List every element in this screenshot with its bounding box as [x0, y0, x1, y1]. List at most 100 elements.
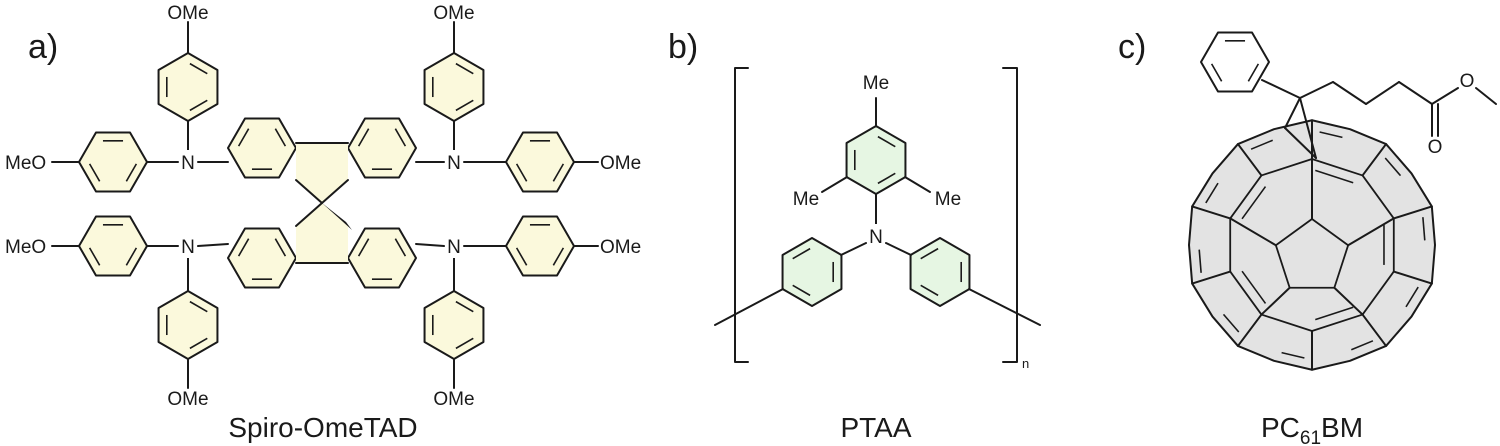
alkyl-bond [1398, 81, 1433, 105]
fullerene-bond [1236, 313, 1263, 347]
aromatic-double-bond [394, 128, 407, 147]
phenyl-bond [1261, 79, 1301, 99]
fullerene-double-bond [1222, 313, 1240, 333]
methoxy-label: OMe [433, 3, 474, 24]
aromatic-double-bond [552, 247, 565, 266]
aromatic-double-bond [552, 163, 565, 182]
fullerene-double-bond [1384, 157, 1402, 177]
fullerene-double-bond [1405, 286, 1419, 308]
fullerene-double-bond [1315, 306, 1354, 321]
fullerene-double-bond [1205, 182, 1219, 204]
fullerene-double-bond [1315, 169, 1354, 184]
spiro-bond [295, 179, 323, 204]
aromatic-double-bond [792, 247, 811, 260]
methoxy-label: OMe [600, 237, 641, 258]
methyl-label: Me [793, 189, 819, 210]
methoxy-label: OMe [600, 153, 641, 174]
nitrogen-label: N [181, 237, 195, 258]
cyclopropane-bond [1299, 97, 1317, 159]
aromatic-double-bond [88, 247, 101, 266]
fullerene-double-bond [1250, 139, 1274, 150]
methyl-label: Me [935, 189, 961, 210]
aromatic-double-bond [515, 163, 528, 182]
fullerene-bond [1260, 286, 1291, 316]
aromatic-double-bond [455, 99, 474, 112]
cyclopropane-bond [1284, 127, 1317, 159]
aromatic-double-bond [189, 337, 208, 350]
atom-label-background [179, 234, 197, 258]
fullerene-bond [1191, 205, 1232, 220]
wedge-bond [322, 203, 352, 230]
nitrogen-label: N [869, 227, 883, 248]
carbonyl-oxygen-label: O [1428, 137, 1443, 158]
phenyl-ring [1200, 31, 1270, 93]
aromatic-double-bond [920, 247, 939, 260]
five-ring-fill [296, 203, 348, 263]
aromatic-double-bond [189, 99, 208, 112]
nitrogen-label: N [181, 153, 195, 174]
cyclopropane-bond [1284, 97, 1301, 129]
atom-label-background [445, 234, 463, 258]
aromatic-double-bond [237, 238, 250, 257]
methoxy-label: MeO [5, 153, 46, 174]
atom-label-background [179, 150, 197, 174]
aromatic-double-bond [357, 238, 370, 257]
panel-c-pc61bm: OO [1188, 31, 1497, 371]
nitrogen-label: N [447, 153, 461, 174]
fluorene-benzo-ring [227, 117, 297, 179]
fullerene-double-bond [1241, 186, 1267, 220]
methyl-bond [904, 176, 931, 193]
chain-bond [968, 288, 1041, 326]
aromatic-double-bond [455, 337, 474, 350]
fullerene-double-bond [1198, 249, 1202, 273]
aromatic-double-bond [455, 300, 474, 313]
fullerene-bond [1333, 286, 1364, 316]
aromatic-double-bond [274, 238, 287, 257]
methoxy-label: OMe [433, 389, 474, 410]
aromatic-double-bond [515, 247, 528, 266]
aromatic-double-bond [1210, 63, 1223, 82]
spiro-bond [295, 202, 323, 227]
alkyl-bond [1332, 81, 1367, 105]
fullerene-bond [1392, 270, 1433, 285]
panel-b-compound-name: PTAA [840, 412, 911, 443]
alkyl-bond [1365, 81, 1400, 105]
fullerene-bond [1236, 143, 1263, 177]
n-aryl-bond [840, 242, 867, 256]
fullerene-double-bond [1422, 217, 1426, 241]
fullerene-double-bond [1281, 351, 1305, 359]
panel-a-letter: a) [28, 28, 58, 66]
aromatic-double-bond [125, 163, 138, 182]
ester-bond [1431, 87, 1459, 105]
n-aryl-bond [885, 242, 912, 256]
aromatic-double-bond [88, 163, 101, 182]
aromatic-double-bond [189, 300, 208, 313]
fullerene-bond [1361, 143, 1388, 177]
aromatic-double-bond [274, 128, 287, 147]
repeat-bracket-left [734, 67, 749, 363]
fullerene-bond [1361, 313, 1388, 347]
aromatic-double-bond [189, 62, 208, 75]
aromatic-double-bond [394, 238, 407, 257]
atom-label-background [445, 150, 463, 174]
fullerene-bond [1392, 205, 1433, 220]
panel-a-compound-name: Spiro-OmeTAD [228, 412, 417, 443]
methyl-label: Me [863, 73, 889, 94]
spiro-bond [321, 179, 349, 204]
aromatic-double-bond [920, 284, 939, 297]
fullerene-central-pentagon [1274, 218, 1350, 289]
fluorene-benzo-ring [227, 227, 297, 289]
methyl-bond [821, 176, 848, 193]
chain-bond [714, 288, 784, 326]
n-fluorene-bond [197, 243, 229, 247]
aromatic-double-bond [792, 284, 811, 297]
fullerene-double-bond [1319, 131, 1343, 139]
repeat-bracket-right [1002, 67, 1018, 363]
fullerene-bond [1229, 217, 1277, 247]
aromatic-double-bond [357, 128, 370, 147]
fullerene-double-bond [1350, 340, 1374, 351]
panel-c-compound-name: PC61BM [1261, 412, 1363, 446]
alkyl-bond [1299, 81, 1334, 99]
